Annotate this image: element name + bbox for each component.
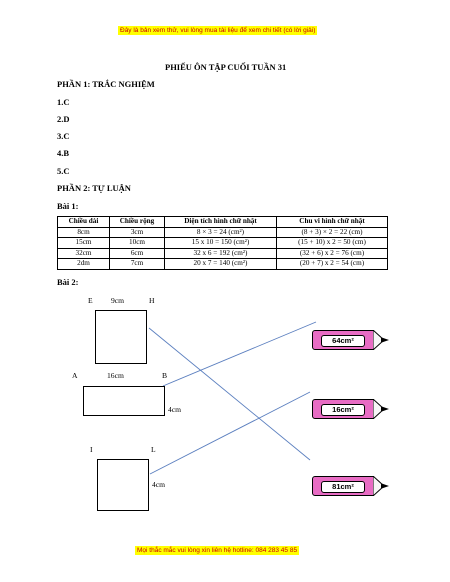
pencil-card-64[interactable]: 64cm²	[312, 330, 390, 350]
vertex-L: L	[151, 445, 156, 454]
answer-4: 4.B	[57, 148, 70, 158]
pencil-body: 64cm²	[312, 330, 374, 350]
bai2-label: Bài 2:	[57, 277, 79, 287]
answer-5: 5.C	[57, 166, 70, 176]
answer-2: 2.D	[57, 114, 70, 124]
answer-1: 1.C	[57, 97, 70, 107]
table-cell: (32 + 6) x 2 = 76 (cm)	[276, 247, 388, 260]
bai1-label: Bài 1:	[57, 201, 79, 211]
vertex-I: I	[90, 445, 93, 454]
square1-side-label: 9cm	[111, 296, 125, 305]
pencil-body: 16cm²	[312, 399, 374, 419]
square-IL	[97, 459, 149, 511]
rect-length-label: 16cm	[107, 371, 124, 380]
vertex-B: B	[162, 371, 168, 380]
preview-banner: Đây là bản xem thử, vui lòng mua tài liệ…	[118, 26, 318, 35]
pencil-body: 81cm²	[312, 476, 374, 496]
vertex-A: A	[72, 371, 78, 380]
vertex-H: H	[149, 296, 155, 305]
pencil-card-16[interactable]: 16cm²	[312, 399, 390, 419]
pencil-tip-icon	[373, 399, 389, 419]
results-table: Chiều dài Chiều rộng Diện tích hình chữ …	[57, 216, 388, 270]
pencil-label: 16cm²	[321, 404, 365, 416]
pencil-tip-icon	[373, 330, 389, 350]
pencil-label: 81cm²	[321, 481, 365, 493]
page-title: PHIẾU ÔN TẬP CUỐI TUẦN 31	[165, 62, 287, 72]
vertex-E: E	[88, 296, 93, 305]
pencil-label: 64cm²	[321, 335, 365, 347]
pencil-card-81[interactable]: 81cm²	[312, 476, 390, 496]
match-line-square1	[148, 327, 311, 461]
table-row: 32cm 6cm 32 x 6 = 192 (cm²) (32 + 6) x 2…	[57, 247, 388, 260]
part1-heading: PHẦN 1: TRẮC NGHIỆM	[57, 79, 155, 89]
square2-side-label: 4cm	[152, 480, 166, 489]
rect-width-label: 4cm	[168, 405, 182, 414]
table-cell: (20 + 7) x 2 = 54 (cm)	[276, 258, 388, 270]
table-row: 2dm 7cm 20 x 7 = 140 (cm²) (20 + 7) x 2 …	[57, 258, 388, 270]
answer-3: 3.C	[57, 131, 70, 141]
square-EH	[95, 310, 147, 364]
pencil-tip-icon	[373, 476, 389, 496]
rectangle-AB	[83, 386, 165, 416]
match-line-rect	[162, 321, 317, 387]
match-line-square2	[149, 391, 311, 475]
hotline-banner: Mọi thắc mắc vui lòng xin liên hệ hotlin…	[135, 546, 300, 555]
part2-heading: PHẦN 2: TỰ LUẬN	[57, 183, 131, 193]
